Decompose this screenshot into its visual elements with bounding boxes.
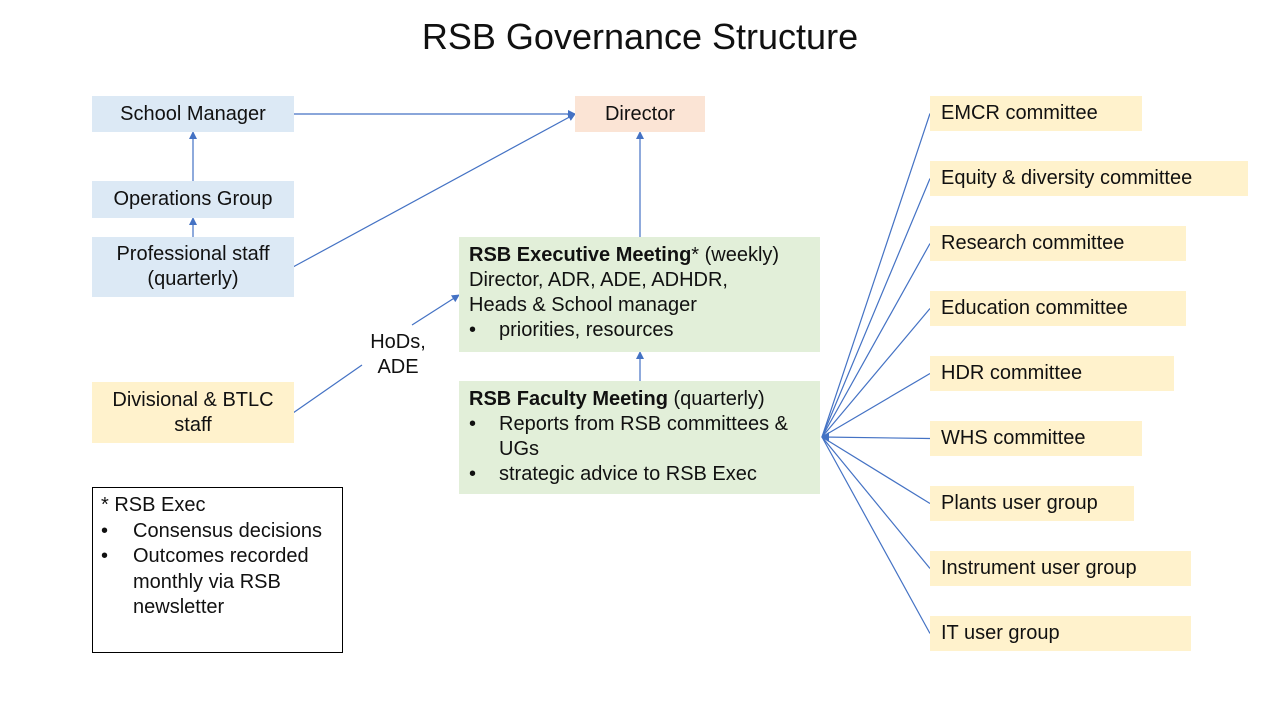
committee-connector: [821, 372, 931, 438]
divisional-staff-label-line2: staff: [174, 413, 212, 436]
committee-label: HDR committee: [941, 362, 1083, 384]
committee-connector: [821, 436, 931, 569]
operations-group-box: Operations Group: [92, 181, 294, 218]
note-bullet-outcomes: Outcomes recorded monthly via RSB newsle…: [101, 544, 334, 621]
committee-connector: [821, 113, 931, 438]
committee-hdr: HDR committee: [930, 356, 1174, 391]
line-divisional-to-hods: [292, 364, 363, 414]
executive-meeting-members-line2: Heads & School manager: [469, 294, 697, 316]
committee-label: EMCR committee: [941, 102, 1098, 124]
committee-research: Research committee: [930, 226, 1186, 261]
committee-label: Plants user group: [941, 492, 1098, 514]
committee-connector: [821, 436, 931, 634]
committee-it-user-group: IT user group: [930, 616, 1191, 651]
fan-arrowhead: [821, 432, 829, 442]
school-manager-label: School Manager: [120, 102, 266, 125]
committee-plants-user-group: Plants user group: [930, 486, 1134, 521]
committee-education: Education committee: [930, 291, 1186, 326]
committee-connector: [821, 436, 931, 505]
rsb-exec-note-box: * RSB Exec Consensus decisions Outcomes …: [92, 487, 343, 653]
school-manager-box: School Manager: [92, 96, 294, 132]
faculty-meeting-bullet-advice: strategic advice to RSB Exec: [469, 462, 810, 487]
committee-label: WHS committee: [941, 427, 1086, 449]
committee-whs: WHS committee: [930, 421, 1142, 456]
committee-label: IT user group: [941, 622, 1060, 644]
executive-meeting-title: RSB Executive Meeting: [469, 244, 692, 266]
faculty-meeting-bullet-reports: Reports from RSB committees & UGs: [469, 412, 810, 462]
faculty-meeting-title: RSB Faculty Meeting: [469, 388, 668, 410]
committee-instrument-user-group: Instrument user group: [930, 551, 1191, 586]
hods-label-line2: ADE: [377, 356, 419, 378]
committee-connector: [821, 308, 931, 438]
committee-label: Education committee: [941, 297, 1128, 319]
director-label: Director: [604, 102, 675, 125]
faculty-meeting-box: RSB Faculty Meeting (quarterly) Reports …: [459, 381, 820, 494]
arrow-hods-to-exec: [411, 294, 460, 326]
divisional-staff-box: Divisional & BTLC staff: [92, 382, 294, 443]
divisional-staff-label-line1: Divisional & BTLC: [112, 388, 274, 411]
arrow-professional-to-director: [292, 113, 576, 268]
director-box: Director: [575, 96, 705, 132]
committee-connector: [821, 436, 931, 440]
committee-emcr: EMCR committee: [930, 96, 1142, 131]
executive-meeting-bullet: priorities, resources: [469, 318, 810, 343]
committee-connector: [821, 178, 931, 438]
committee-connectors: [821, 113, 931, 634]
hods-label-line1: HoDs,: [370, 331, 426, 353]
note-heading: * RSB Exec: [101, 494, 206, 516]
committee-label: Instrument user group: [941, 557, 1137, 579]
executive-meeting-box: RSB Executive Meeting* (weekly) Director…: [459, 237, 820, 352]
committee-label: Equity & diversity committee: [941, 167, 1193, 189]
committee-equity-diversity: Equity & diversity committee: [930, 161, 1248, 196]
faculty-meeting-frequency: (quarterly): [667, 388, 765, 410]
executive-meeting-frequency: * (weekly): [691, 244, 780, 266]
page-title: RSB Governance Structure: [421, 16, 859, 57]
committee-label: Research committee: [941, 232, 1125, 254]
operations-group-label: Operations Group: [113, 188, 273, 210]
note-bullet-consensus: Consensus decisions: [101, 519, 334, 545]
hods-ade-label: HoDs, ADE: [362, 330, 434, 380]
committee-connector: [821, 243, 931, 438]
professional-staff-frequency: (quarterly): [147, 268, 239, 290]
professional-staff-box: Professional staff (quarterly): [92, 237, 294, 297]
executive-meeting-members-line1: Director, ADR, ADE, ADHDR,: [469, 269, 728, 291]
professional-staff-label: Professional staff: [116, 243, 270, 265]
